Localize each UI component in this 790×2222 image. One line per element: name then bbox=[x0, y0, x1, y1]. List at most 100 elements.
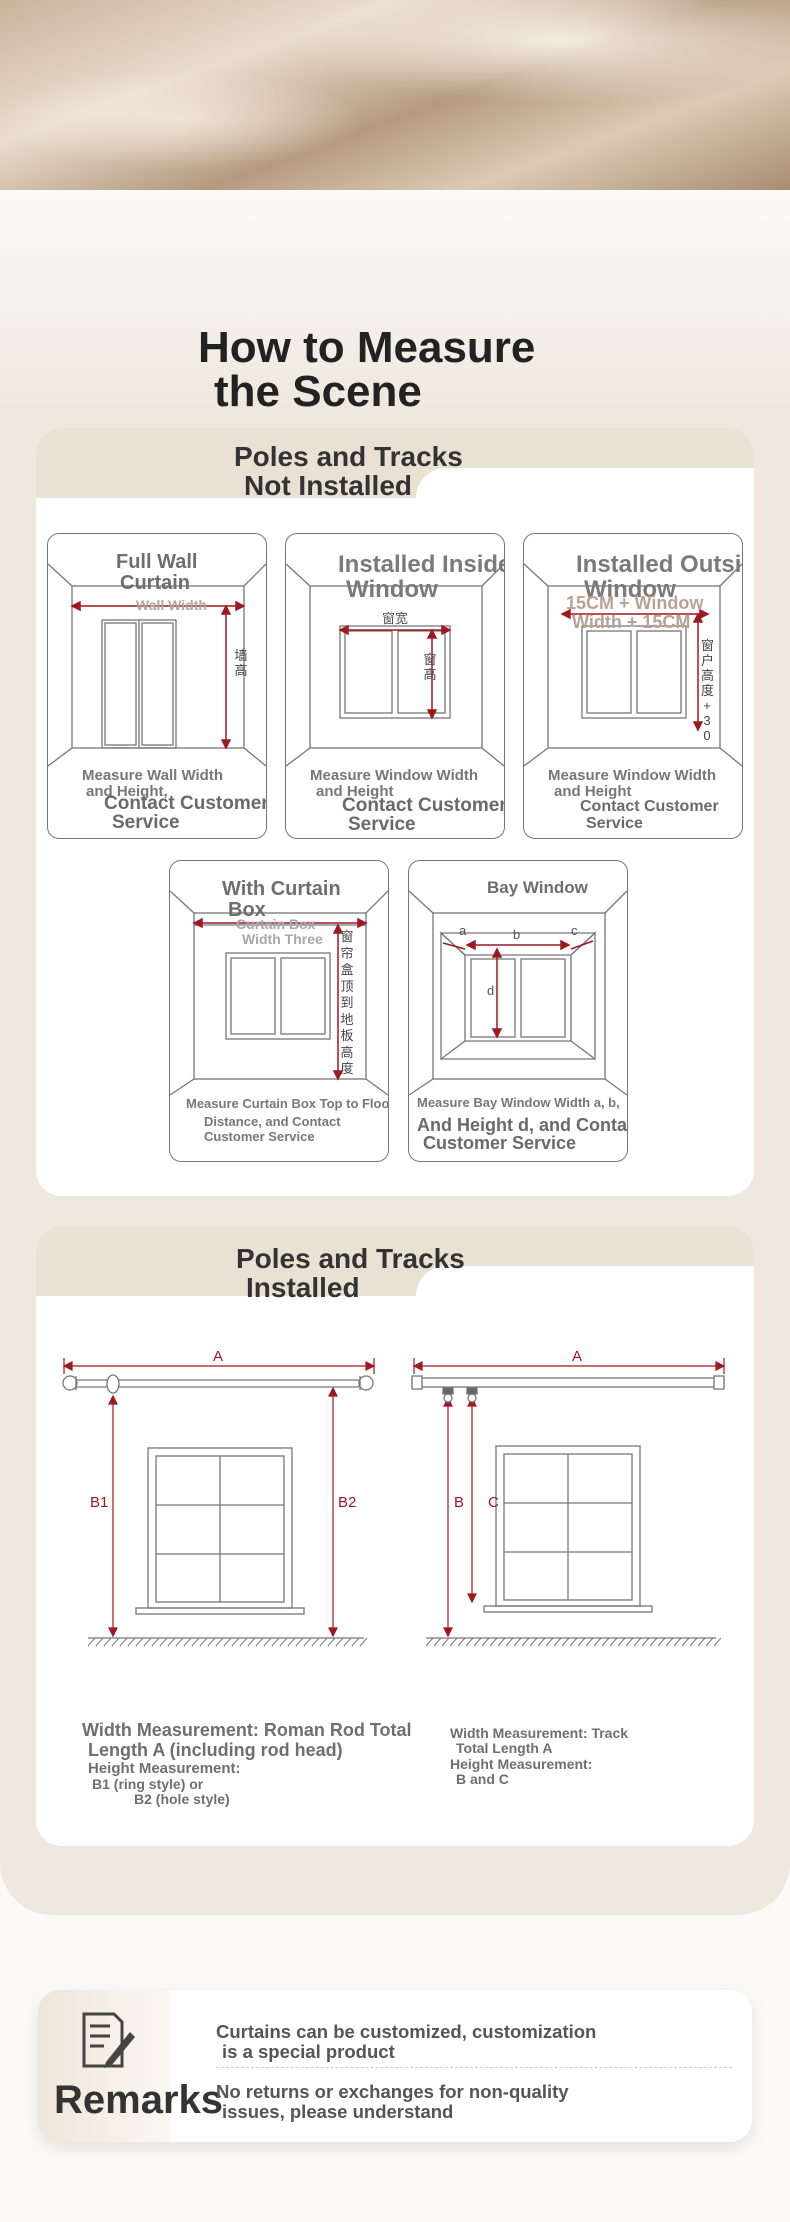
room-inside-window-illustration bbox=[286, 563, 504, 767]
hatch-line bbox=[247, 1637, 256, 1647]
hatch-line bbox=[633, 1637, 642, 1647]
room-outside-window-illustration bbox=[524, 563, 742, 767]
contact-customer-service: Contact Customer Service bbox=[104, 793, 267, 833]
installed-rod-note: Width Measurement: Roman Rod Total Lengt… bbox=[82, 1720, 412, 1808]
floor-hatch bbox=[87, 1637, 368, 1647]
hatch-line bbox=[223, 1637, 232, 1647]
diagram-caption: Measure Window Width and Height bbox=[310, 767, 479, 800]
dim-c-label: C bbox=[488, 1494, 499, 1511]
hatch-line bbox=[263, 1637, 272, 1647]
dim-b-label: B bbox=[454, 1494, 465, 1511]
hatch-line bbox=[617, 1637, 626, 1647]
hatch-line bbox=[537, 1637, 546, 1647]
hatch-line bbox=[279, 1637, 288, 1647]
hatch-line bbox=[609, 1637, 618, 1647]
hatch-line bbox=[625, 1637, 634, 1647]
hatch-line bbox=[553, 1637, 562, 1647]
diagram-caption: Measure Bay Window Width a, b, bbox=[417, 1095, 620, 1110]
diagram-caption: Measure Window Width and Height bbox=[548, 767, 717, 800]
hatch-line bbox=[529, 1637, 538, 1647]
hatch-line bbox=[103, 1637, 112, 1647]
hatch-line bbox=[175, 1637, 184, 1647]
hatch-line bbox=[433, 1637, 442, 1647]
hatch-line bbox=[215, 1637, 224, 1647]
hatch-line bbox=[505, 1637, 514, 1647]
hatch-line bbox=[343, 1637, 352, 1647]
hatch-line bbox=[697, 1637, 706, 1647]
height-label: 墙高 bbox=[234, 648, 248, 678]
label-a: a bbox=[459, 923, 467, 938]
hatch-line bbox=[689, 1637, 698, 1647]
hatch-line bbox=[569, 1637, 578, 1647]
diagram-installed-inside-window: Installed Inside Window 窗宽 窗高 Measure Wi… bbox=[285, 533, 505, 839]
hatch-line bbox=[657, 1637, 666, 1647]
height-label: 窗帘盒顶到地板高度 bbox=[340, 929, 354, 1076]
hatch-line bbox=[327, 1637, 336, 1647]
hatch-line bbox=[143, 1637, 152, 1647]
divider bbox=[216, 2067, 732, 2068]
hatch-line bbox=[673, 1637, 682, 1647]
hatch-line bbox=[127, 1637, 136, 1647]
diagram-caption: Measure Curtain Box Top to Floor Distanc… bbox=[186, 1096, 389, 1144]
label-b: b bbox=[513, 927, 521, 942]
hatch-line bbox=[159, 1637, 168, 1647]
section-title-installed: Poles and Tracks Installed bbox=[236, 1243, 465, 1303]
hatch-line bbox=[239, 1637, 248, 1647]
hatch-line bbox=[255, 1637, 264, 1647]
hatch-line bbox=[135, 1637, 144, 1647]
label-c: c bbox=[571, 923, 578, 938]
hatch-line bbox=[183, 1637, 192, 1647]
hatch-line bbox=[705, 1637, 714, 1647]
hatch-line bbox=[601, 1637, 610, 1647]
roman-rod-illustration bbox=[62, 1358, 376, 1647]
height-label: 窗高 bbox=[423, 652, 437, 682]
width-label: 窗宽 bbox=[382, 611, 409, 626]
diagram-title: Installed Outside Window bbox=[576, 551, 742, 604]
hatch-line bbox=[167, 1637, 176, 1647]
height-label: 窗户高度+30 bbox=[701, 638, 715, 743]
hatch-line bbox=[521, 1637, 530, 1647]
contact-customer-service: Contact Customer Service bbox=[580, 798, 719, 832]
installed-track-note: Width Measurement: Track Total Length A … bbox=[450, 1725, 629, 1788]
remarks-card: Remarks Curtains can be customized, cust… bbox=[38, 1990, 752, 2142]
card-not-installed: Poles and Tracks Not Installed Full Wall… bbox=[36, 428, 754, 1196]
hatch-line bbox=[545, 1637, 554, 1647]
hatch-line bbox=[303, 1637, 312, 1647]
label-d: d bbox=[487, 983, 495, 998]
hatch-line bbox=[287, 1637, 296, 1647]
diagram-with-curtain-box: With Curtain Box Curtain Box Width Three… bbox=[169, 860, 389, 1162]
page-title: How to Measure the Scene bbox=[198, 323, 536, 416]
diagram-installed-outside-window: Installed Outside Window 15CM + Window W… bbox=[523, 533, 743, 839]
hatch-line bbox=[111, 1637, 120, 1647]
hatch-line bbox=[593, 1637, 602, 1647]
diagram-title: Full Wall Curtain bbox=[116, 551, 198, 594]
hatch-line bbox=[481, 1637, 490, 1647]
hatch-line bbox=[585, 1637, 594, 1647]
hatch-line bbox=[199, 1637, 208, 1647]
hatch-line bbox=[425, 1637, 434, 1647]
hatch-line bbox=[449, 1637, 458, 1647]
contact-customer-service: Contact Customer Service bbox=[342, 795, 505, 835]
hatch-line bbox=[489, 1637, 498, 1647]
hatch-line bbox=[441, 1637, 450, 1647]
diagram-caption: Measure Wall Width and Height, bbox=[82, 767, 223, 800]
diagram-bay-window: Bay Window a b c d Measure Bay Window Wi… bbox=[408, 860, 628, 1162]
width-label-overlay: 15CM + Window Width + 15CM bbox=[566, 593, 704, 632]
hatch-line bbox=[713, 1637, 722, 1647]
dim-a-label: A bbox=[572, 1348, 583, 1365]
width-label-overlay: Curtain Box Width Three bbox=[236, 916, 323, 947]
hatch-line bbox=[513, 1637, 522, 1647]
room-curtain-box-illustration bbox=[170, 890, 388, 1096]
hero-fabric-image bbox=[0, 0, 790, 190]
room-bay-window-illustration bbox=[409, 890, 627, 1096]
hatch-line bbox=[295, 1637, 304, 1647]
card-installed: Poles and Tracks Installed bbox=[36, 1226, 754, 1846]
room-full-wall-illustration bbox=[48, 563, 266, 767]
hatch-line bbox=[311, 1637, 320, 1647]
diagram-title: Bay Window bbox=[487, 878, 588, 897]
remarks-title: Remarks bbox=[54, 2078, 224, 2122]
hatch-line bbox=[681, 1637, 690, 1647]
hatch-line bbox=[351, 1637, 360, 1647]
hatch-line bbox=[335, 1637, 344, 1647]
remark-item: No returns or exchanges for non-quality … bbox=[216, 2081, 569, 2122]
